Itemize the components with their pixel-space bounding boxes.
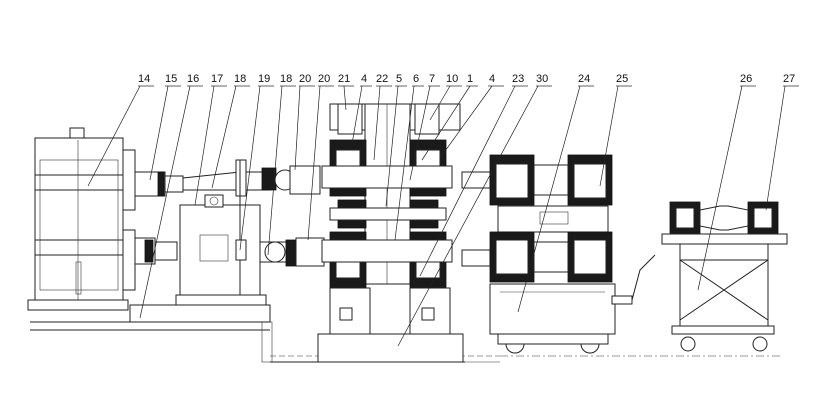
callout-22: 22 xyxy=(376,73,388,85)
callout-26: 26 xyxy=(740,73,752,85)
callout-24: 24 xyxy=(578,73,590,85)
callout-20-left: 20 xyxy=(299,73,311,85)
lower-coupling xyxy=(134,237,178,265)
callout-14: 14 xyxy=(138,73,150,85)
roll-change-carriage xyxy=(461,154,656,354)
callout-30: 30 xyxy=(536,73,548,85)
gearbox-housing xyxy=(27,127,136,311)
callout-19: 19 xyxy=(258,73,270,85)
roll-trolley xyxy=(661,201,788,352)
callout-4-right: 4 xyxy=(489,73,495,85)
callout-6: 6 xyxy=(413,73,419,85)
callout-21: 21 xyxy=(338,73,350,85)
upper-coupling xyxy=(134,171,184,197)
callout-15: 15 xyxy=(165,73,177,85)
callout-10: 10 xyxy=(446,73,458,85)
callout-labels: 14 15 16 17 18 19 18 20 20 21 4 22 5 6 7… xyxy=(138,73,795,85)
upper-spindle xyxy=(182,159,321,197)
callout-27: 27 xyxy=(783,73,795,85)
callout-20-right: 20 xyxy=(318,73,330,85)
callout-1: 1 xyxy=(467,73,473,85)
callout-18-left: 18 xyxy=(234,73,246,85)
callout-17: 17 xyxy=(211,73,223,85)
callout-5: 5 xyxy=(396,73,402,85)
callout-23: 23 xyxy=(512,73,524,85)
callout-4-left: 4 xyxy=(361,73,367,85)
callout-16: 16 xyxy=(187,73,199,85)
lower-spindle xyxy=(259,237,325,267)
drive-unit xyxy=(129,160,271,323)
callout-18-right: 18 xyxy=(280,73,292,85)
callout-7: 7 xyxy=(429,73,435,85)
leader-lines xyxy=(87,85,799,347)
callout-25: 25 xyxy=(616,73,628,85)
